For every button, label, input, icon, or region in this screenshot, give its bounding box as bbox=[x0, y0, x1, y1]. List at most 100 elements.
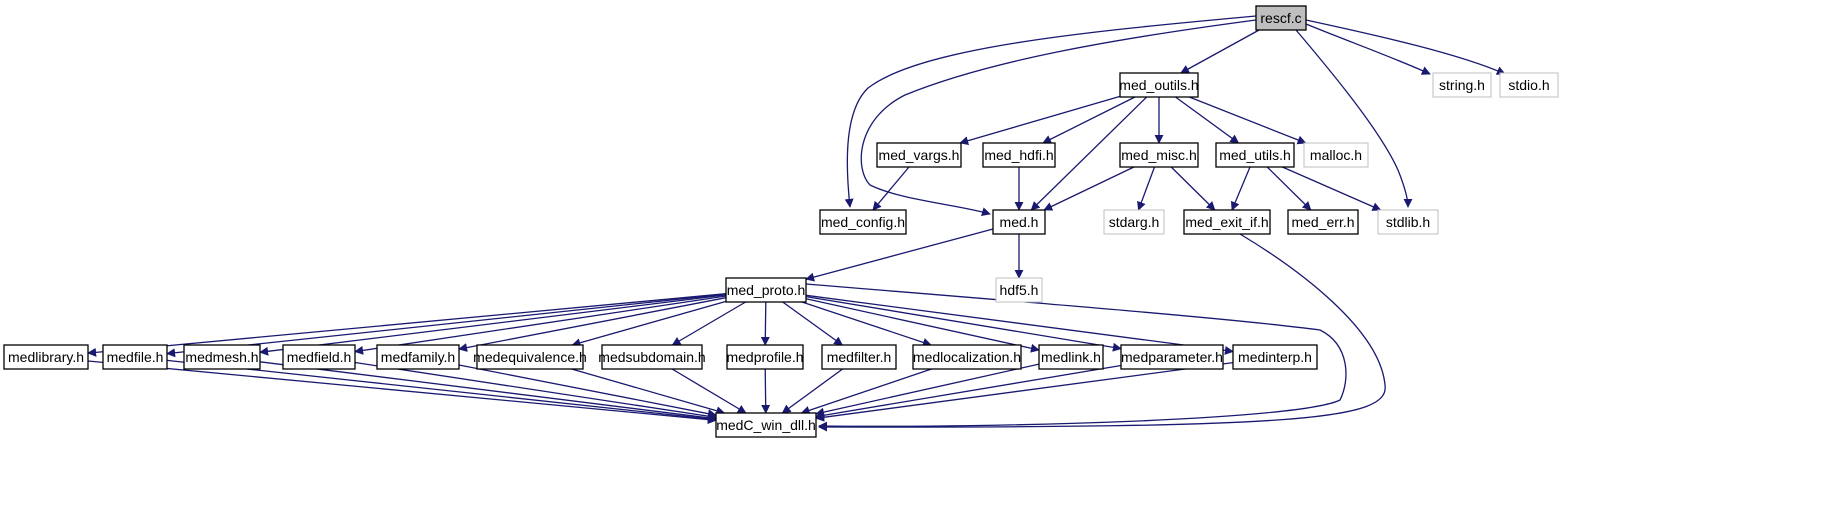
node-box[interactable] bbox=[1103, 209, 1165, 235]
edge-rescf-c-to-med-config-h bbox=[844, 15, 1257, 208]
node-box[interactable] bbox=[476, 344, 584, 370]
edge-med-proto-h-to-medparameter-h bbox=[805, 295, 1122, 352]
node-med-exit-if-h[interactable]: med_exit_if.h bbox=[1183, 209, 1271, 235]
node-box[interactable] bbox=[102, 344, 168, 370]
node-med-outils-h[interactable]: med_outils.h bbox=[1119, 72, 1199, 98]
node-rescf-c[interactable]: rescf.c bbox=[1255, 5, 1307, 31]
node-medsubdomain-h[interactable]: medsubdomain.h bbox=[598, 344, 706, 370]
node-med-config-h[interactable]: med_config.h bbox=[819, 209, 907, 235]
node-medparameter-h[interactable]: medparameter.h bbox=[1120, 344, 1224, 370]
node-box[interactable] bbox=[1120, 344, 1224, 370]
node-label: medsubdomain.h bbox=[598, 349, 705, 365]
node-medfield-h[interactable]: medfield.h bbox=[282, 344, 356, 370]
edge-med-outils-h-to-med-utils-h bbox=[1175, 96, 1240, 144]
node-med-proto-h[interactable]: med_proto.h bbox=[725, 277, 807, 303]
node-box[interactable] bbox=[1183, 209, 1271, 235]
node-string-h[interactable]: string.h bbox=[1432, 72, 1492, 98]
node-medlibrary-h[interactable]: medlibrary.h bbox=[3, 344, 89, 370]
node-box[interactable] bbox=[715, 412, 817, 438]
node-medfilter-h[interactable]: medfilter.h bbox=[821, 344, 897, 370]
node-label: med_proto.h bbox=[727, 282, 806, 298]
node-medprofile-h[interactable]: medprofile.h bbox=[726, 344, 804, 370]
node-label: hdf5.h bbox=[1000, 282, 1039, 298]
edge-med-proto-h-to-medC-win-dll-h bbox=[805, 283, 1347, 431]
edge-medparameter-h-to-medC-win-dll-h bbox=[815, 364, 1122, 420]
node-hdf5-h[interactable]: hdf5.h bbox=[995, 277, 1043, 303]
node-label: rescf.c bbox=[1260, 10, 1301, 26]
edge-med-vargs-h-to-med-config-h bbox=[872, 166, 910, 211]
edge-rescf-c-to-stdio-h bbox=[1305, 19, 1506, 75]
edge-medsubdomain-h-to-medC-win-dll-h bbox=[671, 368, 747, 414]
node-medlink-h[interactable]: medlink.h bbox=[1038, 344, 1104, 370]
node-box[interactable] bbox=[282, 344, 356, 370]
node-medlocalization-h[interactable]: medlocalization.h bbox=[912, 344, 1022, 370]
node-med-misc-h[interactable]: med_misc.h bbox=[1119, 142, 1199, 168]
node-stdarg-h[interactable]: stdarg.h bbox=[1103, 209, 1165, 235]
node-medfamily-h[interactable]: medfamily.h bbox=[376, 344, 460, 370]
node-box[interactable] bbox=[1215, 142, 1295, 168]
node-box[interactable] bbox=[1232, 344, 1318, 370]
edge-med-h-to-med-proto-h bbox=[805, 228, 994, 282]
node-box[interactable] bbox=[992, 209, 1046, 235]
node-stdlib-h[interactable]: stdlib.h bbox=[1377, 209, 1439, 235]
node-medmesh-h[interactable]: medmesh.h bbox=[183, 344, 261, 370]
edge-med-utils-h-to-stdlib-h bbox=[1282, 166, 1382, 211]
node-medC-win-dll-h[interactable]: medC_win_dll.h bbox=[715, 412, 817, 438]
node-label: medmesh.h bbox=[185, 349, 258, 365]
node-med-h[interactable]: med.h bbox=[992, 209, 1046, 235]
edge-medprofile-h-to-medC-win-dll-h bbox=[761, 368, 771, 414]
node-med-vargs-h[interactable]: med_vargs.h bbox=[876, 142, 962, 168]
node-box[interactable] bbox=[1255, 5, 1307, 31]
edge-med-proto-h-to-medlibrary-h bbox=[87, 293, 727, 357]
node-medinterp-h[interactable]: medinterp.h bbox=[1232, 344, 1318, 370]
node-box[interactable] bbox=[726, 344, 804, 370]
edge-rescf-c-to-string-h bbox=[1305, 23, 1431, 75]
node-stdio-h[interactable]: stdio.h bbox=[1499, 72, 1559, 98]
node-label: medinterp.h bbox=[1238, 349, 1312, 365]
edge-med-proto-h-to-medinterp-h bbox=[805, 294, 1234, 355]
node-box[interactable] bbox=[912, 344, 1022, 370]
node-box[interactable] bbox=[876, 142, 962, 168]
node-medfile-h[interactable]: medfile.h bbox=[102, 344, 168, 370]
node-box[interactable] bbox=[1119, 142, 1199, 168]
node-medequivalence-h[interactable]: medequivalence.h bbox=[473, 344, 587, 370]
node-label: medlibrary.h bbox=[8, 349, 84, 365]
edge-med-proto-h-to-medlink-h bbox=[805, 298, 1040, 353]
node-malloc-h[interactable]: malloc.h bbox=[1303, 142, 1369, 168]
node-box[interactable] bbox=[1119, 72, 1199, 98]
node-label: med_vargs.h bbox=[879, 147, 960, 163]
edge-med-misc-h-to-med-exit-if-h bbox=[1170, 166, 1216, 211]
node-box[interactable] bbox=[821, 344, 897, 370]
node-box[interactable] bbox=[3, 344, 89, 370]
node-label: med_exit_if.h bbox=[1185, 214, 1268, 230]
node-box[interactable] bbox=[1287, 209, 1359, 235]
node-box[interactable] bbox=[601, 344, 703, 370]
node-med-hdfi-h[interactable]: med_hdfi.h bbox=[982, 142, 1056, 168]
node-label: medlink.h bbox=[1041, 349, 1101, 365]
node-label: med_misc.h bbox=[1121, 147, 1196, 163]
edge-medfile-h-to-medC-win-dll-h bbox=[166, 359, 717, 424]
node-label: malloc.h bbox=[1310, 147, 1362, 163]
edge-med-proto-h-to-medmesh-h bbox=[259, 294, 727, 356]
node-box[interactable] bbox=[1377, 209, 1439, 235]
node-box[interactable] bbox=[183, 344, 261, 370]
node-label: medfile.h bbox=[107, 349, 164, 365]
node-med-err-h[interactable]: med_err.h bbox=[1287, 209, 1359, 235]
node-box[interactable] bbox=[1432, 72, 1492, 98]
node-box[interactable] bbox=[1499, 72, 1559, 98]
node-box[interactable] bbox=[982, 142, 1056, 168]
node-box[interactable] bbox=[1038, 344, 1104, 370]
node-box[interactable] bbox=[995, 277, 1043, 303]
edge-rescf-c-to-stdlib-h bbox=[1295, 29, 1413, 208]
node-med-utils-h[interactable]: med_utils.h bbox=[1215, 142, 1295, 168]
node-box[interactable] bbox=[376, 344, 460, 370]
node-label: med_err.h bbox=[1291, 214, 1354, 230]
edge-med-exit-if-h-to-medC-win-dll-h bbox=[818, 233, 1386, 432]
node-label: medfield.h bbox=[287, 349, 352, 365]
node-box[interactable] bbox=[819, 209, 907, 235]
node-box[interactable] bbox=[1303, 142, 1369, 168]
edge-medequivalence-h-to-medC-win-dll-h bbox=[571, 368, 726, 416]
edge-medfield-h-to-medC-win-dll-h bbox=[354, 361, 717, 421]
node-box[interactable] bbox=[725, 277, 807, 303]
